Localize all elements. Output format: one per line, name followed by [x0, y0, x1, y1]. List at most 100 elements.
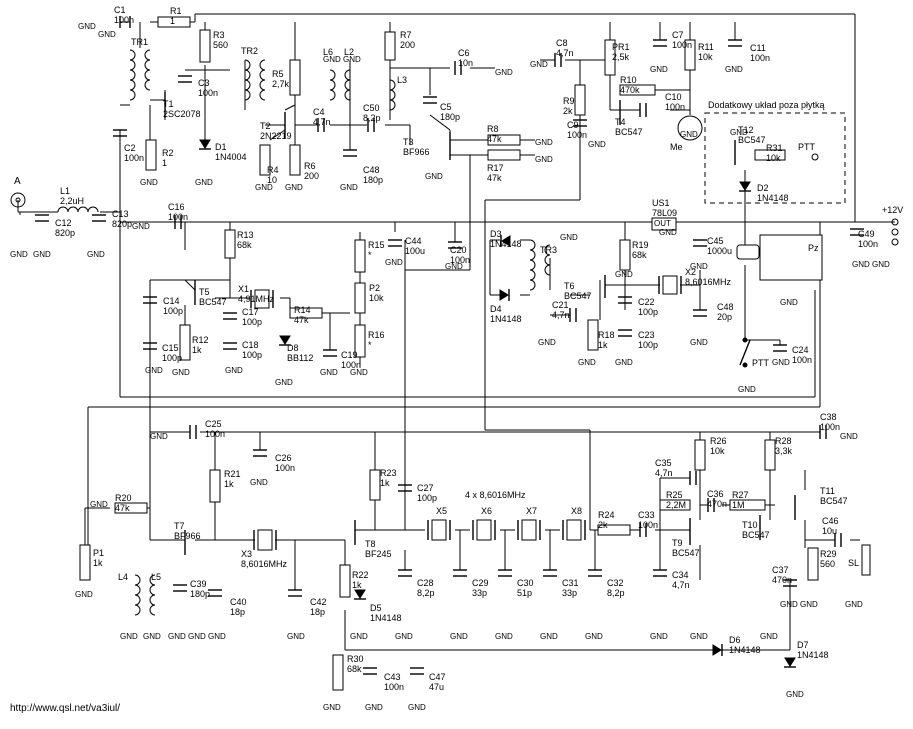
- component-ref: D2: [757, 183, 769, 193]
- component-value: 2N2219: [260, 131, 292, 141]
- gnd-label: GND: [845, 600, 863, 609]
- gnd-label: GND: [800, 600, 818, 609]
- footer-url[interactable]: http://www.qsl.net/va3iul/: [10, 703, 121, 714]
- gnd-label: GND: [840, 432, 858, 441]
- component-value: 8,6016MHz: [685, 277, 732, 287]
- component-ref: C45: [707, 236, 724, 246]
- x8-label: X8: [571, 506, 583, 516]
- gnd-label: GND: [195, 178, 213, 187]
- gnd-label: GND: [680, 130, 698, 139]
- component-value: 1k: [192, 345, 202, 355]
- gnd-label: GND: [738, 385, 756, 394]
- component-ref: T12: [738, 125, 754, 135]
- component-ref: T4: [615, 117, 626, 127]
- gnd-label: GND: [168, 632, 186, 641]
- component-ref: C48: [363, 165, 380, 175]
- component-value: BC547: [564, 291, 592, 301]
- component-value: 4,91MHz: [238, 294, 275, 304]
- component-value: 100n: [205, 429, 226, 439]
- gnd-label: GND: [530, 60, 548, 69]
- component-ref: T11: [820, 486, 835, 496]
- gnd-label: GND: [90, 500, 108, 509]
- component-ref: D8: [287, 343, 299, 353]
- component-value: 33p: [562, 588, 578, 598]
- component-ref: TR2: [241, 46, 259, 56]
- component-ref: C16: [168, 202, 185, 212]
- component-value: 4,7n: [556, 48, 574, 58]
- component-ref: C24: [792, 345, 809, 355]
- component-value: 100p: [163, 306, 184, 316]
- component-value: 4,7n: [313, 117, 331, 127]
- component-value: 100n: [820, 422, 841, 432]
- component-l5: L5: [151, 572, 161, 582]
- component-value: 1N4148: [490, 239, 522, 249]
- component-ref: C30: [517, 578, 534, 588]
- component-value: 8,2p: [417, 588, 435, 598]
- component-value: 78L09: [652, 208, 678, 218]
- crystal-filter-label: 4 x 8,6016MHz: [465, 490, 526, 500]
- gnd-label: GND: [690, 262, 708, 271]
- gnd-label: GND: [87, 250, 105, 259]
- component-ref: C9: [567, 120, 579, 130]
- ptt-label: PTT: [752, 358, 769, 368]
- component-value: 100p: [638, 340, 659, 350]
- component-value: 4,7n: [552, 310, 570, 320]
- component-ref: C21: [552, 300, 569, 310]
- component-ref: C5: [440, 102, 452, 112]
- component-ref: R11: [698, 42, 714, 52]
- component-l3: L3: [397, 75, 407, 85]
- component-ref: D1: [215, 142, 227, 152]
- component-ref: C3: [198, 78, 210, 88]
- component-ref: L1: [60, 186, 71, 196]
- component-value: 100n: [275, 463, 296, 473]
- component-value: 33p: [472, 588, 488, 598]
- component-value: 4,7n: [672, 580, 690, 590]
- component-ref: L5: [151, 572, 162, 582]
- gnd-label: GND: [615, 270, 633, 279]
- component-ref: C18: [242, 340, 259, 350]
- gnd-label: GND: [585, 632, 603, 641]
- component-value: 68k: [237, 240, 252, 250]
- component-ref: C34: [672, 570, 689, 580]
- component-ref: L3: [397, 75, 408, 85]
- component-ref: C4: [313, 107, 325, 117]
- component-value: 100n: [341, 360, 362, 370]
- gnd-label: GND: [495, 632, 513, 641]
- component-ref: R4: [267, 165, 279, 175]
- component-value: 100p: [242, 317, 263, 327]
- component-ref: T9: [672, 538, 683, 548]
- component-ref: R14: [294, 305, 311, 315]
- component-value: 820p: [112, 219, 133, 229]
- gnd-label: GND: [872, 260, 890, 269]
- component-ref: R17: [487, 163, 504, 173]
- component-value: 1k: [93, 558, 103, 568]
- inductors: [57, 49, 551, 616]
- component-ref: C23: [638, 330, 655, 340]
- component-ref: L2: [344, 47, 355, 57]
- component-value: 180p: [363, 175, 384, 185]
- component-value: 47u: [429, 682, 445, 692]
